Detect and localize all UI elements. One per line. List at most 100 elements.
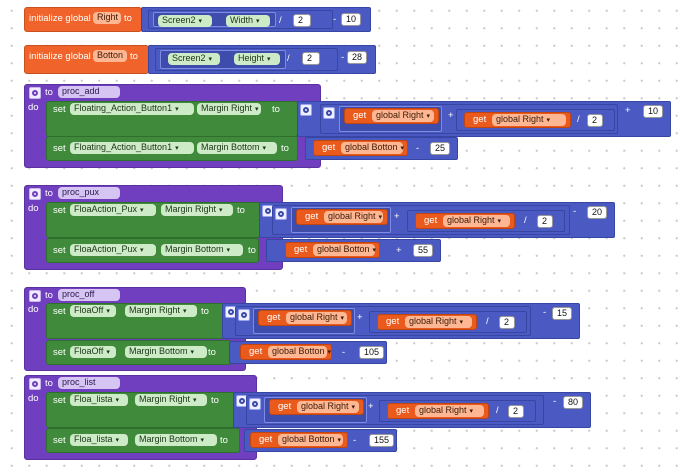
component-dropdown[interactable]: FloaAction_Pux▾ [70,244,156,256]
dropdown-arrow-icon[interactable]: ▾ [337,437,342,444]
variable-dropdown-label: global Right [328,211,376,221]
procedure-name-field[interactable]: proc_list [58,377,120,389]
property-dropdown[interactable]: Margin Bottom▾ [161,244,243,256]
variable-dropdown[interactable]: global Right▾ [492,114,566,126]
math-mutator-gear-icon[interactable] [300,104,312,116]
dropdown-arrow-icon[interactable]: ▾ [267,56,271,63]
subtrahend-number[interactable]: 10 [341,13,361,26]
math-mutator-gear-icon[interactable] [238,309,250,321]
dropdown-arrow-icon[interactable]: ▾ [256,18,260,25]
dropdown-arrow-icon[interactable]: ▾ [327,349,332,356]
divisor-number[interactable]: 2 [537,215,553,228]
component-dropdown[interactable]: FloaOff▾ [70,346,116,358]
math-mutator-gear-icon[interactable] [275,208,287,220]
variable-dropdown[interactable]: global Botton▾ [313,244,377,256]
dropdown-arrow-icon[interactable]: ▾ [115,437,120,444]
component-dropdown[interactable]: FloaOff▾ [70,305,116,317]
dropdown-arrow-icon[interactable]: ▾ [193,397,197,404]
math-mutator-gear-icon[interactable] [225,306,237,318]
dropdown-arrow-icon[interactable]: ▾ [340,315,345,322]
global-init-block[interactable] [24,7,142,32]
property-dropdown[interactable]: Margin Bottom▾ [125,346,207,358]
dropdown-arrow-icon[interactable]: ▾ [459,319,464,326]
procedure-name-field[interactable]: proc_off [58,289,120,301]
dropdown-arrow-icon[interactable]: ▾ [351,404,356,411]
dropdown-arrow-icon[interactable]: ▾ [190,349,195,356]
divisor-number[interactable]: 2 [499,316,515,329]
dropdown-arrow-icon[interactable]: ▾ [175,145,179,152]
dropdown-arrow-icon[interactable]: ▾ [183,308,187,315]
dropdown-arrow-icon[interactable]: ▾ [175,106,179,113]
variable-dropdown[interactable]: global Right▾ [415,405,484,417]
variable-dropdown[interactable]: global Botton▾ [341,142,405,154]
offset-number[interactable]: 155 [369,434,395,447]
global-init-keyword: initialize global [29,51,91,62]
dropdown-arrow-icon[interactable]: ▾ [106,308,110,315]
procedure-settings-gear-icon[interactable] [29,290,41,302]
dropdown-arrow-icon[interactable]: ▾ [115,397,120,404]
offset-number[interactable]: 80 [563,396,583,409]
offset-number[interactable]: 20 [587,206,607,219]
global-name-field[interactable]: Botton [93,50,127,62]
global-name-field[interactable]: Right [93,12,121,24]
variable-dropdown[interactable]: global Botton▾ [268,346,331,358]
dropdown-arrow-icon[interactable]: ▾ [255,106,259,113]
property-dropdown[interactable]: Width▾ [226,15,270,27]
offset-number[interactable]: 10 [643,105,663,118]
dropdown-arrow-icon[interactable]: ▾ [200,437,205,444]
component-dropdown[interactable]: Screen2▾ [158,15,212,27]
dropdown-arrow-icon[interactable]: ▾ [198,18,203,25]
property-dropdown[interactable]: Margin Right▾ [197,103,261,115]
component-dropdown[interactable]: Screen2▾ [168,53,220,65]
property-dropdown[interactable]: Margin Bottom▾ [197,142,277,154]
dropdown-arrow-icon[interactable]: ▾ [106,349,110,356]
divisor-number[interactable]: 2 [302,52,320,65]
component-dropdown[interactable]: Floa_lista▾ [70,434,128,446]
divisor-number[interactable]: 2 [587,114,603,127]
dropdown-arrow-icon[interactable]: ▾ [208,56,213,63]
math-mutator-gear-icon[interactable] [249,398,261,410]
offset-number[interactable]: 55 [413,244,434,257]
property-dropdown[interactable]: Height▾ [234,53,280,65]
subtrahend-number[interactable]: 28 [347,51,367,64]
component-dropdown[interactable]: Floating_Action_Button1▾ [70,142,194,154]
property-dropdown[interactable]: Margin Right▾ [161,204,233,216]
component-dropdown[interactable]: Floating_Action_Button1▾ [70,103,194,115]
component-dropdown[interactable]: FloaAction_Pux▾ [70,204,156,216]
offset-number[interactable]: 15 [552,307,572,320]
math-mutator-gear-icon[interactable] [323,107,335,119]
component-dropdown[interactable]: Floa_lista▾ [70,394,128,406]
variable-dropdown[interactable]: global Right▾ [286,312,347,324]
dropdown-arrow-icon[interactable]: ▾ [262,145,267,152]
property-dropdown[interactable]: Margin Bottom▾ [135,434,217,446]
dropdown-arrow-icon[interactable]: ▾ [140,207,144,214]
divisor-number[interactable]: 2 [508,405,524,418]
property-dropdown[interactable]: Margin Right▾ [135,394,207,406]
dropdown-arrow-icon[interactable]: ▾ [372,247,377,254]
dropdown-arrow-icon[interactable]: ▾ [378,214,383,221]
procedure-name-field[interactable]: proc_pux [58,187,120,199]
procedure-settings-gear-icon[interactable] [29,87,41,99]
variable-dropdown[interactable]: global Right▾ [405,316,472,328]
variable-dropdown[interactable]: global Right▾ [324,211,383,223]
dropdown-arrow-icon[interactable]: ▾ [140,247,144,254]
dropdown-arrow-icon[interactable]: ▾ [426,113,431,120]
offset-number[interactable]: 25 [430,142,451,155]
procedure-settings-gear-icon[interactable] [29,378,41,390]
dropdown-arrow-icon[interactable]: ▾ [226,247,231,254]
dropdown-arrow-icon[interactable]: ▾ [497,218,502,225]
variable-dropdown[interactable]: global Right▾ [443,215,510,227]
divisor-number[interactable]: 2 [293,14,311,27]
variable-dropdown[interactable]: global Botton▾ [278,434,343,446]
dropdown-arrow-icon[interactable]: ▾ [219,207,223,214]
procedure-name-field[interactable]: proc_add [58,86,120,98]
variable-dropdown[interactable]: global Right▾ [372,110,434,122]
dropdown-arrow-icon[interactable]: ▾ [469,408,474,415]
dropdown-arrow-icon[interactable]: ▾ [546,117,551,124]
offset-number[interactable]: 105 [359,346,385,359]
global-init-block[interactable] [24,45,149,74]
procedure-settings-gear-icon[interactable] [29,188,41,200]
variable-dropdown[interactable]: global Right▾ [297,401,359,413]
dropdown-arrow-icon[interactable]: ▾ [400,145,405,152]
property-dropdown[interactable]: Margin Right▾ [125,305,197,317]
